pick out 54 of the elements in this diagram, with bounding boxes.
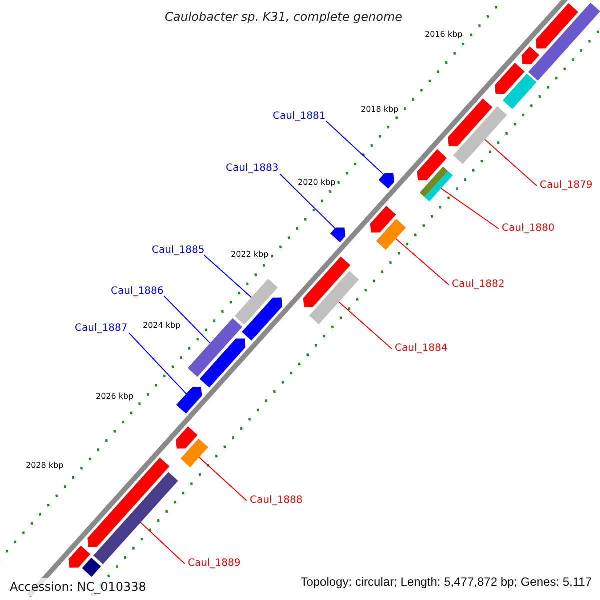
- gene-feature: [200, 338, 246, 388]
- gene-feature: [176, 426, 198, 449]
- gene-category-bar: [376, 218, 406, 250]
- gene-category-bar: [309, 271, 360, 324]
- gene-label: Caul_1884: [395, 344, 448, 354]
- leader-line: [128, 332, 187, 394]
- scale-label: 2016 kbp: [425, 31, 463, 39]
- gene-label: Caul_1887: [75, 324, 128, 334]
- scale-label: 2026 kbp: [96, 393, 134, 401]
- gene-feature: [242, 298, 283, 341]
- gene-category-bar: [528, 2, 600, 81]
- leader-line: [198, 456, 248, 502]
- gene-label: Caul_1889: [188, 559, 241, 569]
- gene-label: Caul_1885: [152, 246, 205, 256]
- gene-feature: [68, 546, 91, 568]
- leader-line: [280, 174, 336, 230]
- gene-label: Caul_1880: [502, 224, 555, 234]
- gene-category-bar: [453, 106, 508, 164]
- gene-feature: [88, 458, 170, 548]
- gene-feature: [378, 173, 394, 189]
- leader-line: [484, 139, 538, 186]
- gene-feature: [417, 149, 448, 180]
- gene-category-bar: [82, 558, 102, 578]
- scale-label: 2022 kbp: [231, 251, 269, 259]
- leader-line: [326, 120, 384, 176]
- gene-feature: [176, 387, 202, 414]
- gene-feature: [303, 256, 351, 308]
- leader-line: [164, 296, 211, 344]
- gene-feature: [536, 3, 578, 49]
- gene-category-bar: [502, 74, 537, 110]
- scale-label: 2018 kbp: [361, 106, 399, 114]
- scale-label: 2028 kbp: [26, 462, 64, 470]
- map-title: Caulobacter sp. K31, complete genome: [165, 11, 403, 23]
- gene-category-bar: [188, 318, 242, 378]
- gene-label: Caul_1882: [452, 280, 505, 290]
- gene-feature: [330, 228, 346, 242]
- gene-label: Caul_1879: [540, 181, 593, 191]
- leader-line: [140, 522, 186, 564]
- gene-feature: [522, 46, 540, 64]
- gene-category-bar: [234, 278, 278, 325]
- gene-label: Caul_1881: [273, 112, 326, 122]
- gene-label: Caul_1883: [226, 164, 279, 174]
- gene-category-bar: [420, 166, 453, 202]
- gene-label: Caul_1888: [250, 496, 303, 506]
- leader-line: [204, 254, 252, 298]
- gene-feature: [495, 63, 525, 94]
- gene-label: Caul_1886: [111, 287, 164, 297]
- scale-label: 2024 kbp: [143, 322, 181, 330]
- gene-feature: [448, 98, 493, 146]
- gene-feature: [370, 206, 396, 233]
- genome-summary-text: Topology: circular; Length: 5,477,872 bp; Genes: 5,117: [300, 576, 592, 588]
- gene-category-bar: [180, 438, 208, 468]
- scale-label: 2020 kbp: [298, 179, 336, 187]
- gene-category-bar: [94, 472, 178, 564]
